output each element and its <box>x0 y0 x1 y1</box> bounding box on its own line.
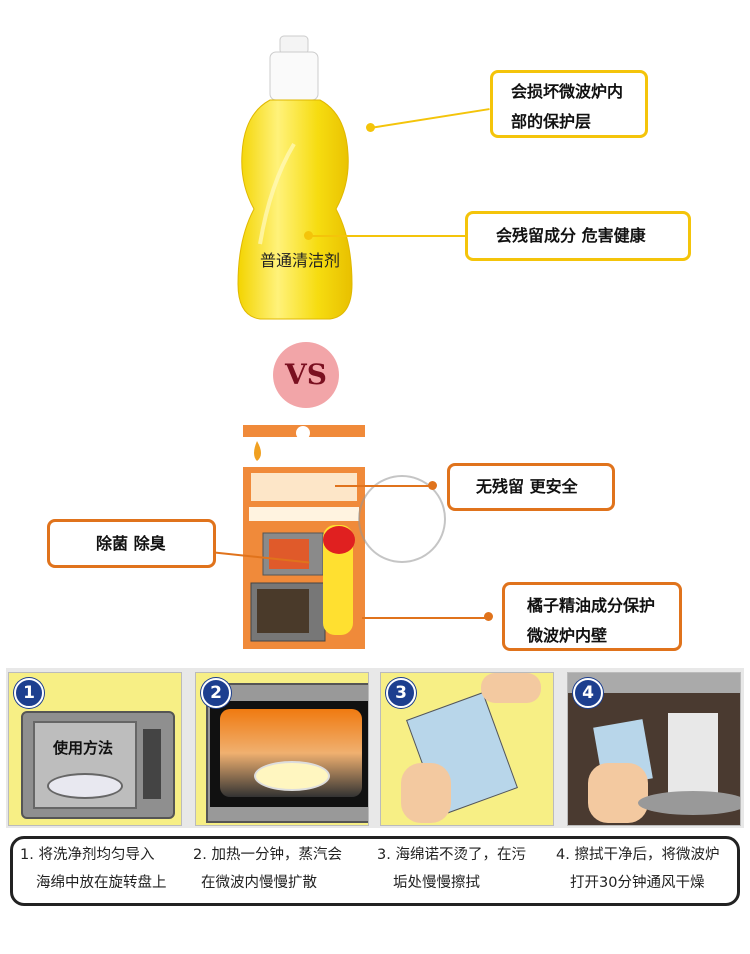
callout-sterilize-deodorize: 除菌 除臭 <box>47 519 216 568</box>
step-number-4: 4 <box>573 678 603 708</box>
sponge-package-image <box>243 425 365 649</box>
usage-method-label: 使用方法 <box>53 739 114 757</box>
step-text-3: 3. 海绵诺不烫了，在污垢处慢慢擦拭 <box>377 847 526 891</box>
step-panel-3: 3 <box>380 672 554 826</box>
callout-text: 微波炉内壁 <box>527 626 608 645</box>
callout-line <box>335 485 435 487</box>
callout-text: 会损坏微波炉内 <box>511 82 624 101</box>
vs-badge: VS <box>273 342 339 408</box>
step-panel-4: 4 <box>567 672 741 826</box>
step-panel-2: 2 <box>195 672 369 826</box>
step-text-4: 4. 擦拭干净后，将微波炉打开30分钟通风干燥 <box>556 847 720 891</box>
callout-no-residue: 无残留 更安全 <box>447 463 615 511</box>
callout-line <box>308 235 466 237</box>
callout-orange-oil: 橘子精油成分保护 微波炉内壁 <box>502 582 682 651</box>
dish-soap-bottle <box>237 35 353 320</box>
watermark-stamp <box>358 475 446 563</box>
callout-dot <box>428 481 437 490</box>
callout-residue-health: 会残留成分 危害健康 <box>465 211 691 261</box>
step-number-1: 1 <box>14 678 44 708</box>
callout-dot <box>366 123 375 132</box>
step-number-2: 2 <box>201 678 231 708</box>
step-panel-1: 使用方法 1 <box>8 672 182 826</box>
callout-dot <box>484 612 493 621</box>
callout-line <box>369 108 490 129</box>
bottle-label: 普通清洁剂 <box>260 251 341 270</box>
callout-text: 橘子精油成分保护 <box>527 596 656 615</box>
callout-line <box>362 617 490 619</box>
step-number-3: 3 <box>386 678 416 708</box>
callout-text: 部的保护层 <box>511 112 592 131</box>
callout-dot <box>304 231 313 240</box>
usage-steps-text-box <box>10 836 740 906</box>
step-text-2: 2. 加热一分钟，蒸汽会在微波内慢慢扩散 <box>193 847 342 891</box>
step-text-1: 1. 将洗净剂均匀导入海绵中放在旋转盘上 <box>20 847 167 891</box>
callout-damage-protective-layer: 会损坏微波炉内 部的保护层 <box>490 70 648 138</box>
